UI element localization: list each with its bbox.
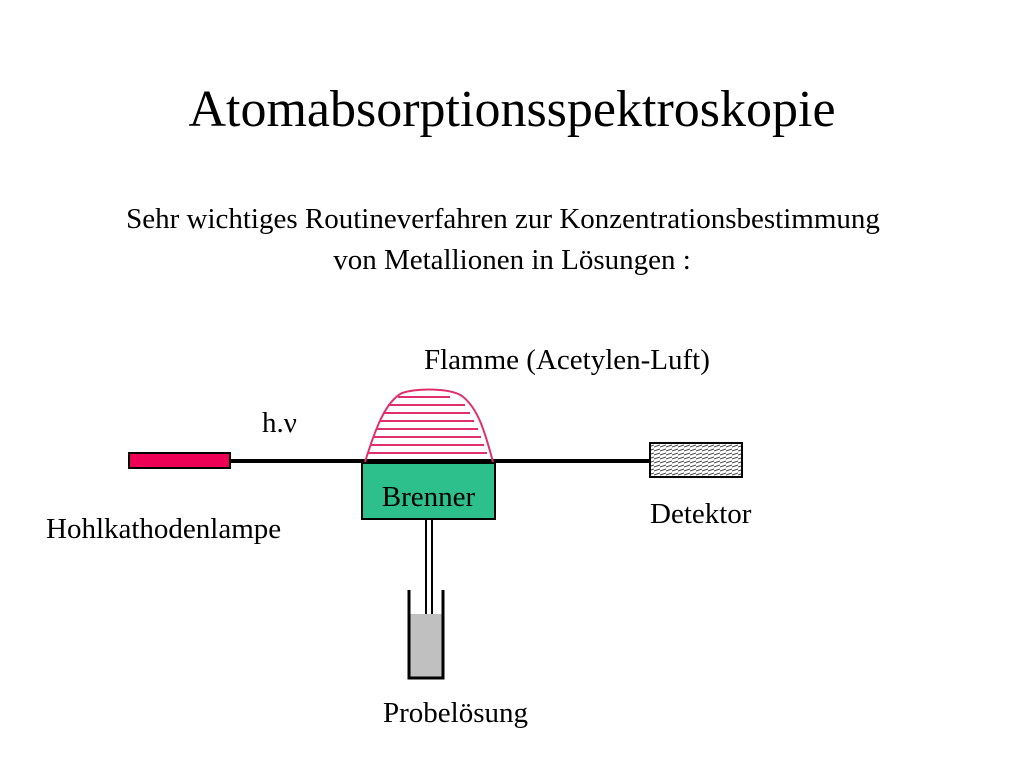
flame [364,388,494,463]
detector [649,442,743,478]
detector-label: Detektor [650,498,752,530]
hollow-cathode-lamp [128,452,231,469]
slide-title: Atomabsorptionsspektroskopie [188,81,836,138]
photon-label: h.ν [262,407,297,439]
subtitle-line-2: von Metallionen in Lösungen : [333,244,691,276]
sample-beaker [407,590,445,680]
flame-label: Flamme (Acetylen-Luft) [424,344,710,376]
sample-label: Probelösung [383,697,528,729]
lamp-label: Hohlkathodenlampe [46,513,282,545]
subtitle-line-1: Sehr wichtiges Routineverfahren zur Konz… [126,203,880,235]
burner-label: Brenner [381,480,476,513]
burner [361,462,496,520]
capillary-tube [425,519,433,615]
flame-hatching [368,396,487,454]
